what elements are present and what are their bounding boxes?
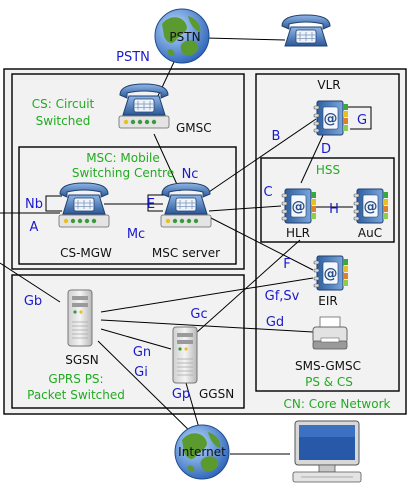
auc-label: AuC <box>358 226 382 240</box>
interface-h: H <box>329 202 339 217</box>
interface-gd: Gd <box>266 315 284 330</box>
link-vlr-g-loop <box>348 106 372 130</box>
interface-nb: Nb <box>25 197 43 212</box>
telephone-icon <box>281 14 331 47</box>
address-book-icon <box>281 188 317 224</box>
interface-g: G <box>357 113 367 128</box>
interface-nc: Nc <box>182 167 199 182</box>
interface-c: C <box>263 185 272 200</box>
hss-region-label: HSS <box>316 163 340 177</box>
link-msc-hlr <box>208 205 282 212</box>
cs-mgw-label: CS-MGW <box>60 246 112 260</box>
interface-d: D <box>321 142 331 157</box>
interface-b: B <box>272 129 281 144</box>
link-msc-vlr <box>202 118 317 197</box>
interface-gp: Gp <box>172 387 190 402</box>
link-mgw-nb-loop <box>45 195 62 212</box>
interface-pstn: PSTN <box>116 50 150 65</box>
telephone-icon <box>118 115 170 129</box>
link-gmsc-msc <box>153 133 181 192</box>
cs-region-label-1: CS: Circuit <box>32 97 95 111</box>
link-sgsn-internet <box>97 340 201 442</box>
interface-mc: Mc <box>127 227 145 242</box>
interface-f: F <box>283 257 290 272</box>
server-icon <box>67 289 93 347</box>
gprs-region-label-1: GPRS PS: <box>48 372 103 386</box>
link-ggsn-internet <box>185 382 200 429</box>
telephone-icon <box>58 214 110 228</box>
address-book-icon <box>313 100 349 136</box>
sgsn-label: SGSN <box>65 353 99 367</box>
gprs-domain-box <box>11 274 245 409</box>
link-sgsn-eir <box>100 277 314 313</box>
cs-region-label-2: Switched <box>36 114 91 128</box>
connections <box>0 37 372 455</box>
link-sgsn-ggsn <box>100 328 172 350</box>
ps-cs-region-label: PS & CS <box>305 375 353 389</box>
internet-label: Internet <box>178 445 226 459</box>
link-msc-eir <box>208 216 314 271</box>
gmsc-label: GMSC <box>176 121 212 135</box>
cn-region-label: CN: Core Network <box>284 397 391 411</box>
address-book-icon <box>353 188 389 224</box>
msc-region-label-1: MSC: Mobile <box>86 151 160 165</box>
server-icon <box>172 326 198 384</box>
interface-a: A <box>30 220 39 235</box>
hlr-label: HLR <box>286 226 310 240</box>
msc-region-label-2: Switching Centre <box>72 166 174 180</box>
interface-gi: Gi <box>134 365 148 380</box>
link-pstn-phone <box>205 37 286 41</box>
msc-server-label: MSC server <box>152 246 220 260</box>
interface-e: E <box>147 197 155 212</box>
gprs-region-label-2: Packet Switched <box>27 388 125 402</box>
address-book-icon <box>313 255 349 291</box>
eir-label: EIR <box>318 294 337 308</box>
vlr-label: VLR <box>317 78 340 92</box>
interface-gf-sv: Gf,Sv <box>265 289 300 304</box>
link-sgsn-smsgmsc <box>100 319 314 333</box>
sms-gmsc-label: SMS-GMSC <box>295 359 361 373</box>
ggsn-label: GGSN <box>199 387 234 401</box>
link-vlr-hlr <box>300 132 325 184</box>
link-hlr-gc <box>195 239 301 334</box>
pstn-label: PSTN <box>169 30 200 44</box>
interface-gc: Gc <box>190 307 207 322</box>
interface-gb: Gb <box>24 294 42 309</box>
link-msc-e-loop <box>147 194 168 212</box>
link-gb-left <box>0 262 61 303</box>
telephone-icon <box>160 214 212 228</box>
interface-gn: Gn <box>133 345 151 360</box>
computer-icon <box>292 420 362 483</box>
